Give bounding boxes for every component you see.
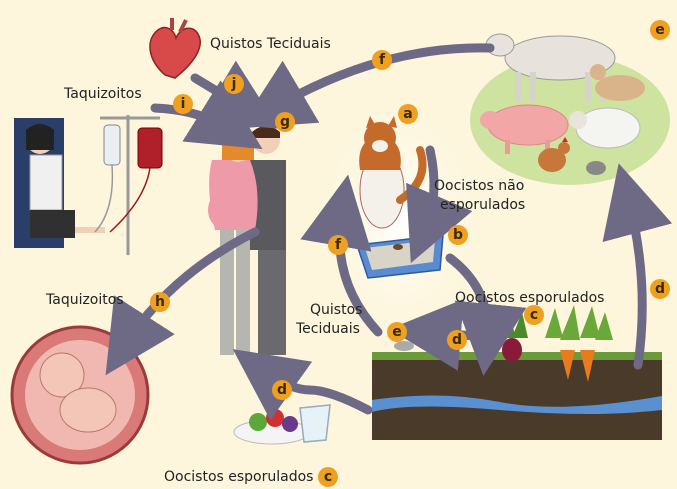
iv-stand-icon — [95, 115, 162, 255]
badge-d-bottom: d — [272, 380, 292, 400]
badge-h: h — [150, 292, 170, 312]
arrow-i — [155, 108, 232, 130]
cat-glow — [305, 80, 495, 360]
badge-c-bottom: c — [318, 467, 338, 487]
label-tissue-cysts-mid-1: Quistos — [310, 302, 362, 318]
badge-d-right: d — [650, 279, 670, 299]
badge-e-top: e — [650, 20, 670, 40]
arrow-d-right — [628, 198, 642, 365]
soil-cross-section — [372, 352, 662, 440]
badge-j: j — [224, 74, 244, 94]
badge-f-mid: f — [328, 235, 348, 255]
label-unsporulated-oocysts-1: Oocistos não — [434, 178, 524, 194]
transfusion-patient-icon — [14, 118, 105, 248]
small-bird-icon — [586, 161, 606, 175]
badge-g: g — [275, 112, 295, 132]
salad-and-pitcher-icon — [234, 405, 330, 444]
small-animal-icon — [394, 341, 414, 351]
heart-icon — [150, 18, 200, 78]
badge-a: a — [398, 104, 418, 124]
arrow-h — [125, 232, 255, 345]
label-tissue-cysts-top: Quistos Teciduais — [210, 36, 331, 52]
label-sporulated-oocysts-right: Oocistos esporulados — [455, 290, 604, 306]
badge-f-top: f — [372, 50, 392, 70]
label-sporulated-oocysts-bottom: Oocistos esporulados — [164, 469, 313, 485]
badge-d-mid: d — [447, 330, 467, 350]
badge-c-right: c — [524, 305, 544, 325]
badge-e-mid: e — [387, 322, 407, 342]
label-tissue-cysts-mid-2: Teciduais — [296, 321, 360, 337]
label-tachyzoites-top: Taquizoitos — [64, 86, 142, 102]
badge-b: b — [448, 225, 468, 245]
label-tachyzoites-left: Taquizoitos — [46, 292, 124, 308]
label-unsporulated-oocysts-2: esporulados — [440, 197, 525, 213]
badge-i: i — [173, 94, 193, 114]
